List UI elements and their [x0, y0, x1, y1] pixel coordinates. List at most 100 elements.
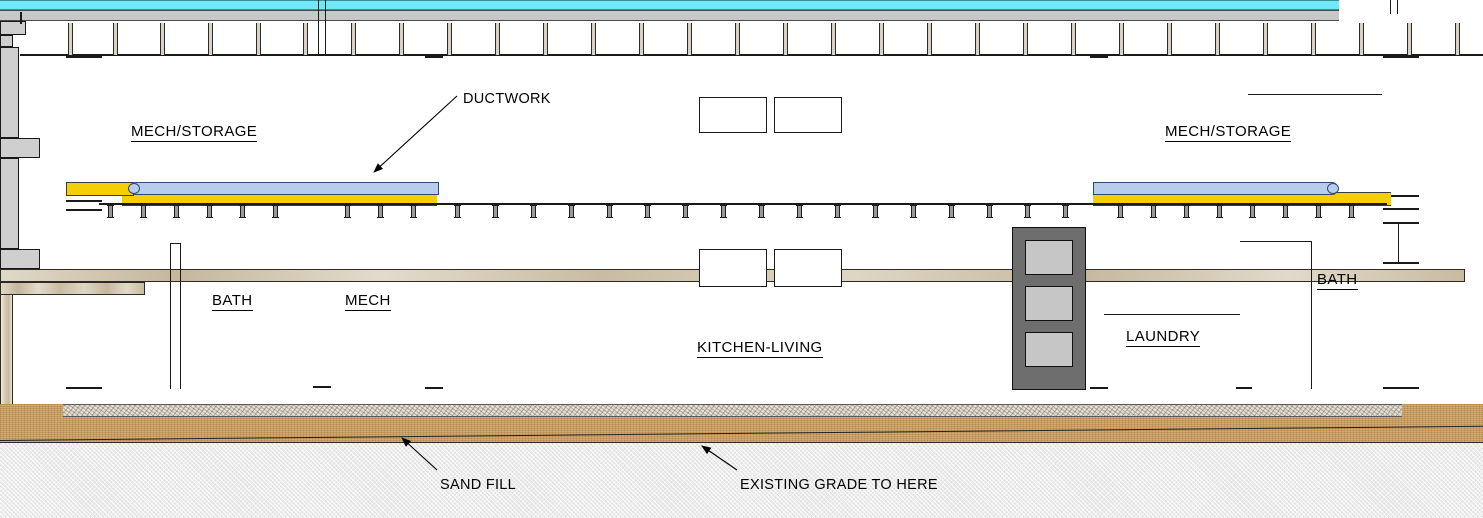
roof-post: [495, 23, 500, 55]
ceiling-hanger: [1062, 205, 1069, 218]
ceiling-hanger: [796, 205, 803, 218]
room-label-laundry: LAUNDRY: [1126, 328, 1201, 347]
roof-penetration-left-line: [1390, 0, 1391, 14]
ceiling-hanger: [1024, 205, 1031, 218]
wall-ledger-left-2: [66, 209, 102, 211]
room-label-mech-storage-left: MECH/STORAGE: [131, 123, 258, 142]
roof-post: [1407, 23, 1412, 55]
foundation-pier-left: [0, 47, 19, 138]
wall-plate-left-bottom: [66, 387, 102, 389]
roof-post: [399, 23, 404, 55]
ceiling-hanger: [682, 205, 689, 218]
room-label-mech-left: MECH: [345, 292, 391, 311]
ceiling-hanger: [344, 205, 351, 218]
roof-post: [687, 23, 692, 55]
ceiling-hanger: [107, 205, 114, 218]
callout-label-existing-grade: EXISTING GRADE TO HERE: [740, 477, 938, 493]
ceiling-hanger: [377, 205, 384, 218]
roof-post: [256, 23, 261, 55]
upper-window-glass-right: [774, 97, 842, 133]
ceiling-hanger: [140, 205, 147, 218]
ceiling-hanger: [910, 205, 917, 218]
room-label-bath-left: BATH: [212, 292, 253, 311]
upper-window-glass-left: [699, 97, 767, 133]
concrete-slab: [0, 10, 1339, 21]
laundry-header-line: [1104, 314, 1240, 315]
roof-overhang-left-band: [0, 282, 145, 295]
ceiling-hanger: [720, 205, 727, 218]
ceiling-hanger: [644, 205, 651, 218]
wall-ledger-left: [66, 200, 102, 202]
bath-partition-left: [170, 243, 171, 389]
interior-footing-stem: [0, 35, 13, 47]
ceiling-hanger: [948, 205, 955, 218]
roof-post: [735, 23, 740, 55]
ceiling-hanger: [454, 205, 461, 218]
roof-post: [351, 23, 356, 55]
duct-end-cap-left: [128, 183, 140, 194]
wall-ledger-right-2: [1383, 208, 1419, 210]
ductwork-leader: [373, 95, 458, 173]
duct-end-cap-right: [1327, 183, 1339, 194]
wall-ledger-right-3: [1383, 222, 1419, 224]
roof-post: [879, 23, 884, 55]
lower-window-glass-left: [699, 249, 767, 287]
roof-post: [68, 23, 73, 55]
ceiling-hanger: [206, 205, 213, 218]
room-label-mech-storage-right: MECH/STORAGE: [1165, 123, 1292, 142]
roof-post: [1359, 23, 1364, 55]
door-panel-bottom: [1025, 332, 1073, 367]
post-plate-bath-right-bottom: [1236, 387, 1252, 389]
door-panel-middle: [1025, 286, 1073, 321]
room-label-bath-right: BATH: [1317, 271, 1358, 290]
roof-post: [1167, 23, 1172, 55]
ceiling-hanger: [173, 205, 180, 218]
roof-post: [208, 23, 213, 55]
ceiling-hanger: [1348, 205, 1355, 218]
plumbing-stack-left-line: [318, 0, 319, 56]
post-plate-laundry-left-top: [1090, 56, 1108, 58]
mech-storage-right-shelf-line: [1248, 94, 1382, 95]
wall-plate-right-bottom: [1383, 387, 1419, 389]
ceiling-hanger: [1183, 205, 1190, 218]
interior-footing: [0, 21, 26, 35]
foundation-footing-left: [0, 138, 40, 158]
wall-plate-right-top: [1383, 56, 1419, 58]
callout-label-ductwork: DUCTWORK: [463, 91, 551, 107]
roof-post: [783, 23, 788, 55]
ceiling-hanger: [872, 205, 879, 218]
ceiling-hanger: [530, 205, 537, 218]
post-plate-kitchen-left-bottom: [425, 387, 443, 389]
duct-supply-left: [130, 182, 439, 195]
post-plate-mech-bottom: [313, 386, 331, 388]
bath-right-wall-line: [1311, 241, 1312, 389]
lower-window-glass-right: [774, 249, 842, 287]
ceiling-hanger: [410, 205, 417, 218]
roof-post: [1455, 23, 1460, 55]
roof-post: [639, 23, 644, 55]
roof-post: [1215, 23, 1220, 55]
ceiling-hanger: [1216, 205, 1223, 218]
callout-label-sand-fill: SAND FILL: [440, 477, 517, 493]
roof-post: [543, 23, 548, 55]
roof-penetration-right-line: [1397, 0, 1398, 14]
bath-partition-left-2: [180, 243, 181, 389]
wall-ledger-right-4: [1383, 262, 1419, 264]
bath-right-header-line: [1240, 241, 1312, 242]
wall-plate-left-top: [66, 56, 102, 58]
ceiling-hanger: [986, 205, 993, 218]
existing-grade-hatch: [0, 432, 1483, 518]
duct-supply-right: [1093, 182, 1338, 195]
ceiling-hanger: [1117, 205, 1124, 218]
roof-post: [831, 23, 836, 55]
roof-post: [160, 23, 165, 55]
roof-post: [1023, 23, 1028, 55]
room-label-kitchen-living: KITCHEN-LIVING: [697, 339, 823, 358]
ceiling-hanger: [492, 205, 499, 218]
foundation-pier-right: [0, 158, 19, 249]
rigid-insulation-layer: [0, 0, 1339, 10]
ceiling-hanger: [272, 205, 279, 218]
floor-underside-line: [99, 203, 1387, 205]
ceiling-hanger: [568, 205, 575, 218]
wall-cavity-right-line: [1398, 222, 1399, 264]
